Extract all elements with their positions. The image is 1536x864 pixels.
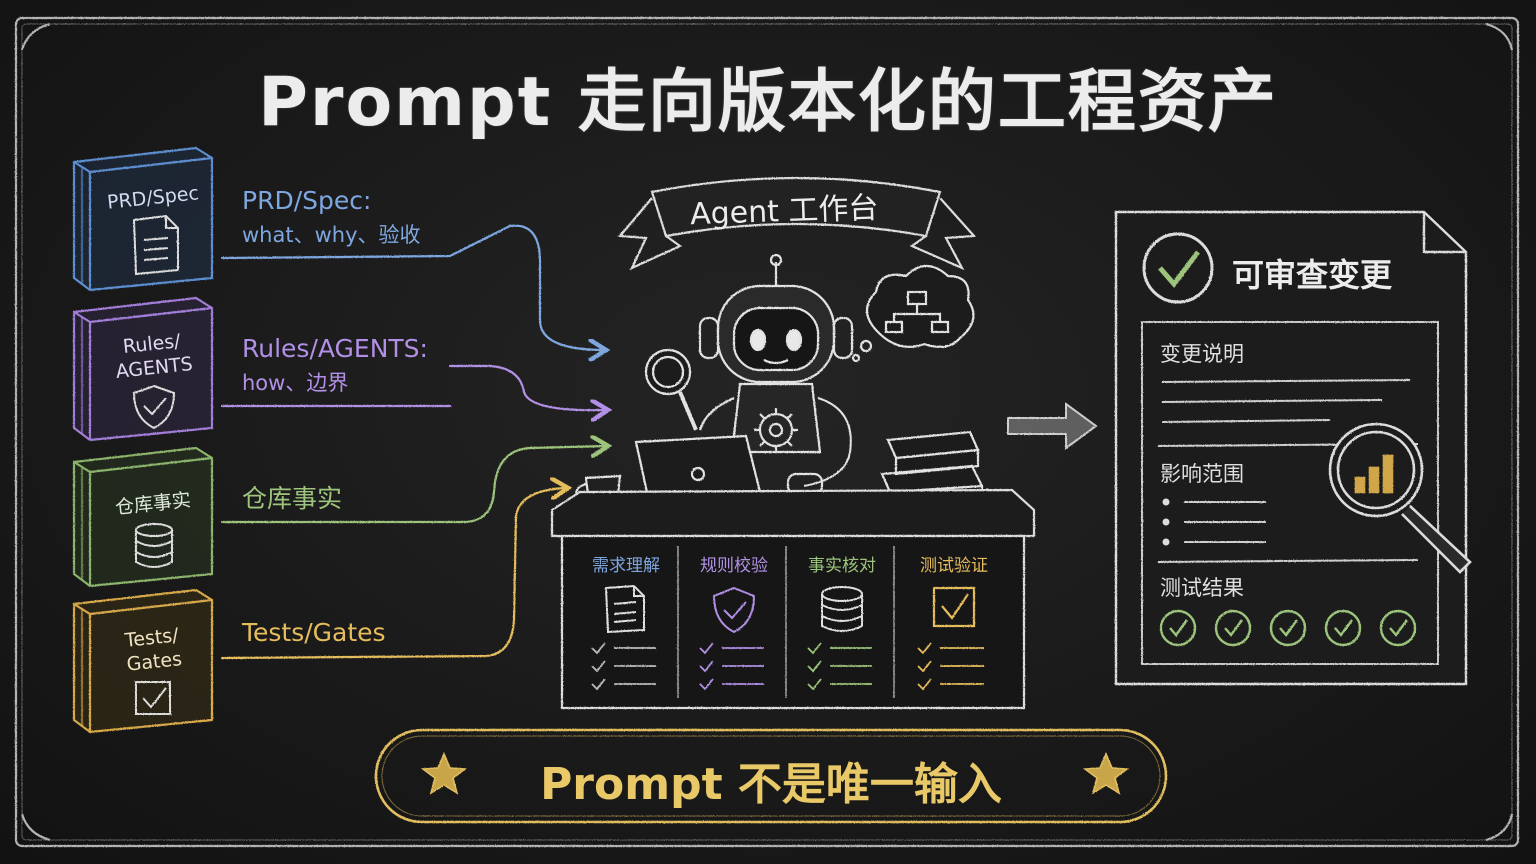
input-repo-title: 仓库事实 <box>242 484 343 513</box>
desk-shield-check-icon <box>712 586 756 634</box>
robot-agent <box>575 253 984 520</box>
output-arrow <box>1007 402 1098 450</box>
arrow-spec <box>220 224 604 350</box>
desk-checkbox-icon <box>932 586 976 628</box>
board-frame <box>14 16 1520 848</box>
document-icon <box>132 214 179 276</box>
column-requirements: 需求理解 <box>592 556 660 576</box>
section-change-description: 变更说明 <box>1160 342 1244 366</box>
shield-check-icon <box>132 384 176 430</box>
input-tests-title: Tests/Gates <box>242 618 386 647</box>
section-test-results: 测试结果 <box>1160 576 1244 600</box>
result-check-icon <box>1214 609 1252 647</box>
input-spec-detail: what、why、验收 <box>242 223 421 247</box>
review-document <box>1114 210 1468 686</box>
input-rules-title: Rules/AGENTS: <box>242 334 428 363</box>
arrow-repo <box>220 446 606 524</box>
footer-capsule <box>374 728 1168 824</box>
book-tests-gates <box>72 588 214 734</box>
column-facts: 事实核对 <box>808 556 876 576</box>
result-check-icon <box>1159 609 1197 647</box>
analysis-magnifier-icon <box>1328 422 1472 574</box>
doc-text-lines <box>1157 379 1419 563</box>
approved-check-icon <box>1142 232 1214 304</box>
result-check-icon <box>1269 609 1307 647</box>
desk-checklists <box>591 642 984 691</box>
page-title: Prompt 走向版本化的工程资产 <box>258 63 1278 142</box>
workbench-desk <box>550 488 1036 710</box>
agent-banner <box>617 176 977 271</box>
output-title: 可审查变更 <box>1232 256 1393 294</box>
test-result-checks <box>1159 609 1417 647</box>
column-tests: 测试验证 <box>920 556 988 576</box>
star-icon <box>420 751 468 795</box>
input-spec-title: PRD/Spec: <box>242 186 372 215</box>
result-check-icon <box>1379 609 1417 647</box>
section-impact-scope: 影响范围 <box>1160 462 1244 486</box>
checkbox-icon <box>135 681 171 715</box>
arrow-tests <box>220 488 566 660</box>
impact-bullets <box>1162 498 1170 546</box>
workbench-banner: Agent 工作台 <box>689 190 880 233</box>
arrow-rules <box>220 364 606 410</box>
database-icon <box>135 523 173 568</box>
input-rules-detail: how、边界 <box>242 371 349 395</box>
result-check-icon <box>1324 609 1362 647</box>
star-icon <box>1082 751 1130 795</box>
column-rules: 规则校验 <box>700 556 768 576</box>
book-repo-facts <box>72 446 214 588</box>
desk-database-icon <box>821 586 863 632</box>
book-rules-agents <box>72 296 214 442</box>
desk-document-icon <box>604 584 645 634</box>
footer-message: Prompt 不是唯一输入 <box>540 759 1002 810</box>
